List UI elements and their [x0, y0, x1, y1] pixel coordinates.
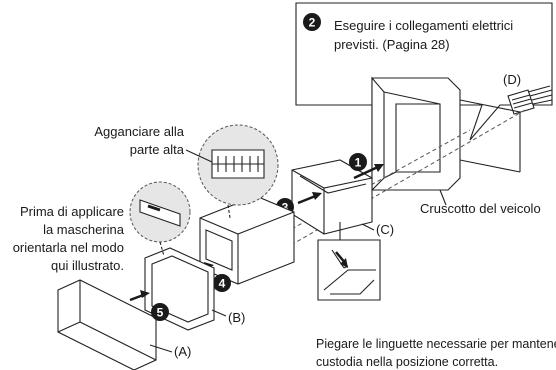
- connector-label: (D): [503, 72, 521, 87]
- vehicle-dashboard: [371, 76, 521, 192]
- step-2-number: 2: [309, 16, 316, 30]
- hook-note-line1: Agganciare alla: [94, 124, 184, 139]
- tabs-note-line2: custodia nella posizione corretta.: [316, 355, 498, 369]
- step-4-number: 4: [219, 277, 226, 291]
- tab-bend-inset: [317, 239, 381, 301]
- wiring-instruction-line1: Eseguire i collegamenti elettrici: [334, 18, 513, 33]
- faceplate-note-line1: Prima di applicare: [20, 204, 124, 219]
- step-3-number: 3: [282, 201, 289, 215]
- step-2-badge: [303, 13, 321, 31]
- tabs-note-line1: Piegare le linguette necessarie per mant…: [316, 337, 556, 351]
- faceplate: [57, 279, 157, 370]
- faceplate-note-line2: la mascherina: [43, 222, 125, 237]
- hook-magnifier: [197, 124, 279, 206]
- faceplate-note-line4: qui illustrato.: [51, 258, 124, 273]
- step-5-marker: 5: [129, 290, 169, 321]
- orientation-magnifier: [129, 181, 191, 243]
- part-b-label: (B): [228, 310, 245, 325]
- wiring-connector: [507, 85, 553, 115]
- part-c-label: (C): [376, 222, 394, 237]
- step-5-number: 5: [157, 306, 164, 320]
- step-1-marker: 1: [349, 153, 384, 180]
- dashboard-label: Cruscotto del veicolo: [420, 201, 541, 216]
- mounting-sleeve: [291, 159, 373, 235]
- hook-note-line2: parte alta: [130, 142, 185, 157]
- part-a-label: (A): [174, 344, 191, 359]
- step-1-number: 1: [355, 156, 362, 170]
- wiring-callout: 2 Eseguire i collegamenti elettrici prev…: [295, 2, 553, 141]
- faceplate-note-line3: orientarla nel modo: [13, 240, 124, 255]
- wiring-instruction-line2: previsti. (Pagina 28): [334, 37, 450, 52]
